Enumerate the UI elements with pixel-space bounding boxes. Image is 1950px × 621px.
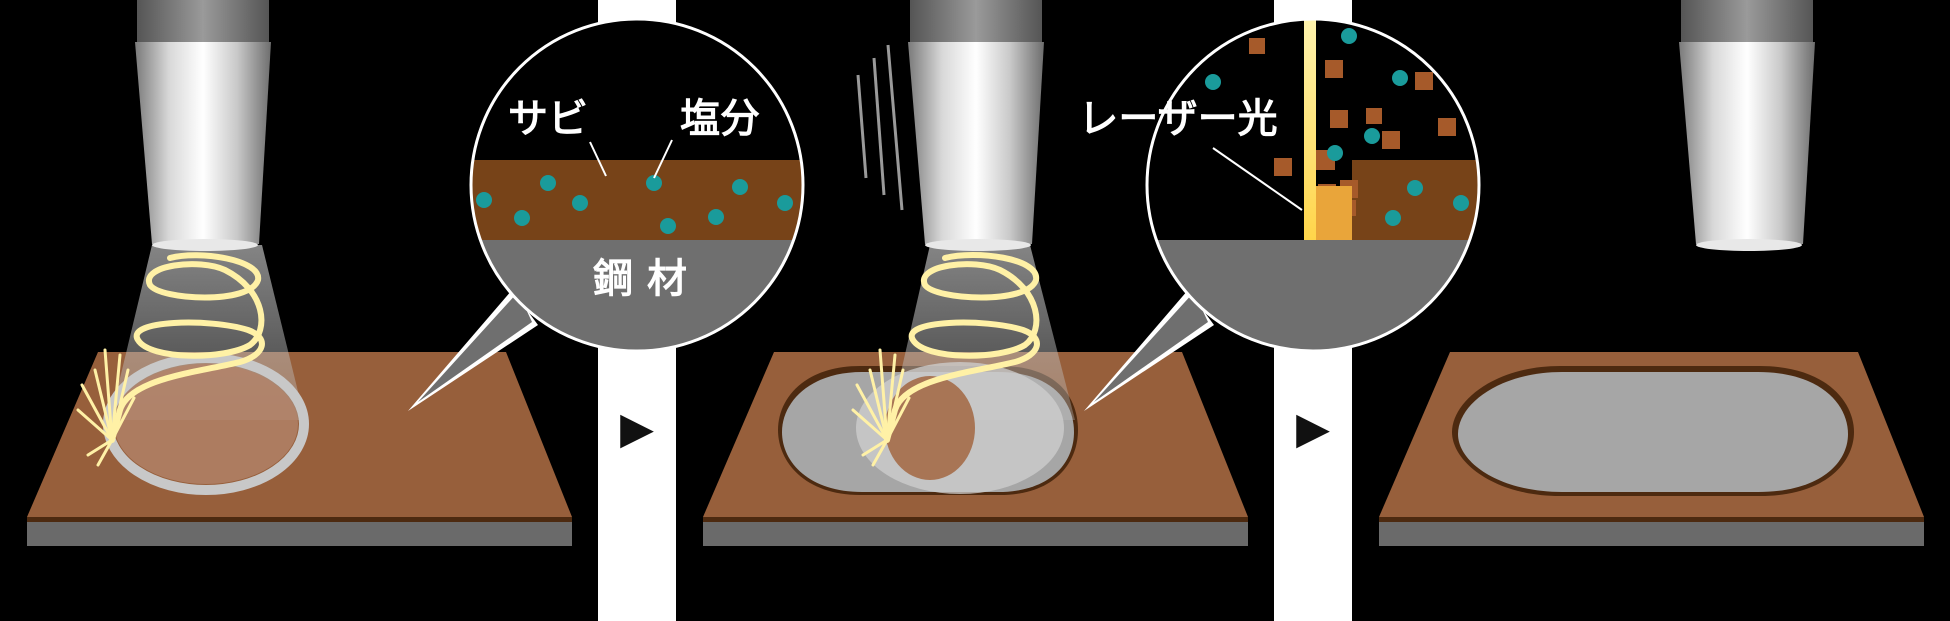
rust-layer	[1352, 160, 1492, 240]
laser-nozzle-icon	[135, 0, 271, 251]
label-salt: 塩分	[680, 96, 760, 142]
rust-layer	[470, 160, 810, 240]
step-arrow-1: ▶	[620, 403, 654, 454]
laser-nozzle-icon	[908, 0, 1044, 251]
step-arrow-2: ▶	[1296, 403, 1330, 454]
laser-beam	[1304, 15, 1316, 240]
label-laser: レーザー光	[1078, 96, 1277, 142]
cleaned-plate	[1379, 352, 1924, 546]
label-rust: サビ	[508, 96, 588, 142]
laser-nozzle-icon	[1679, 0, 1815, 251]
label-steel: 鋼 材	[593, 256, 687, 302]
